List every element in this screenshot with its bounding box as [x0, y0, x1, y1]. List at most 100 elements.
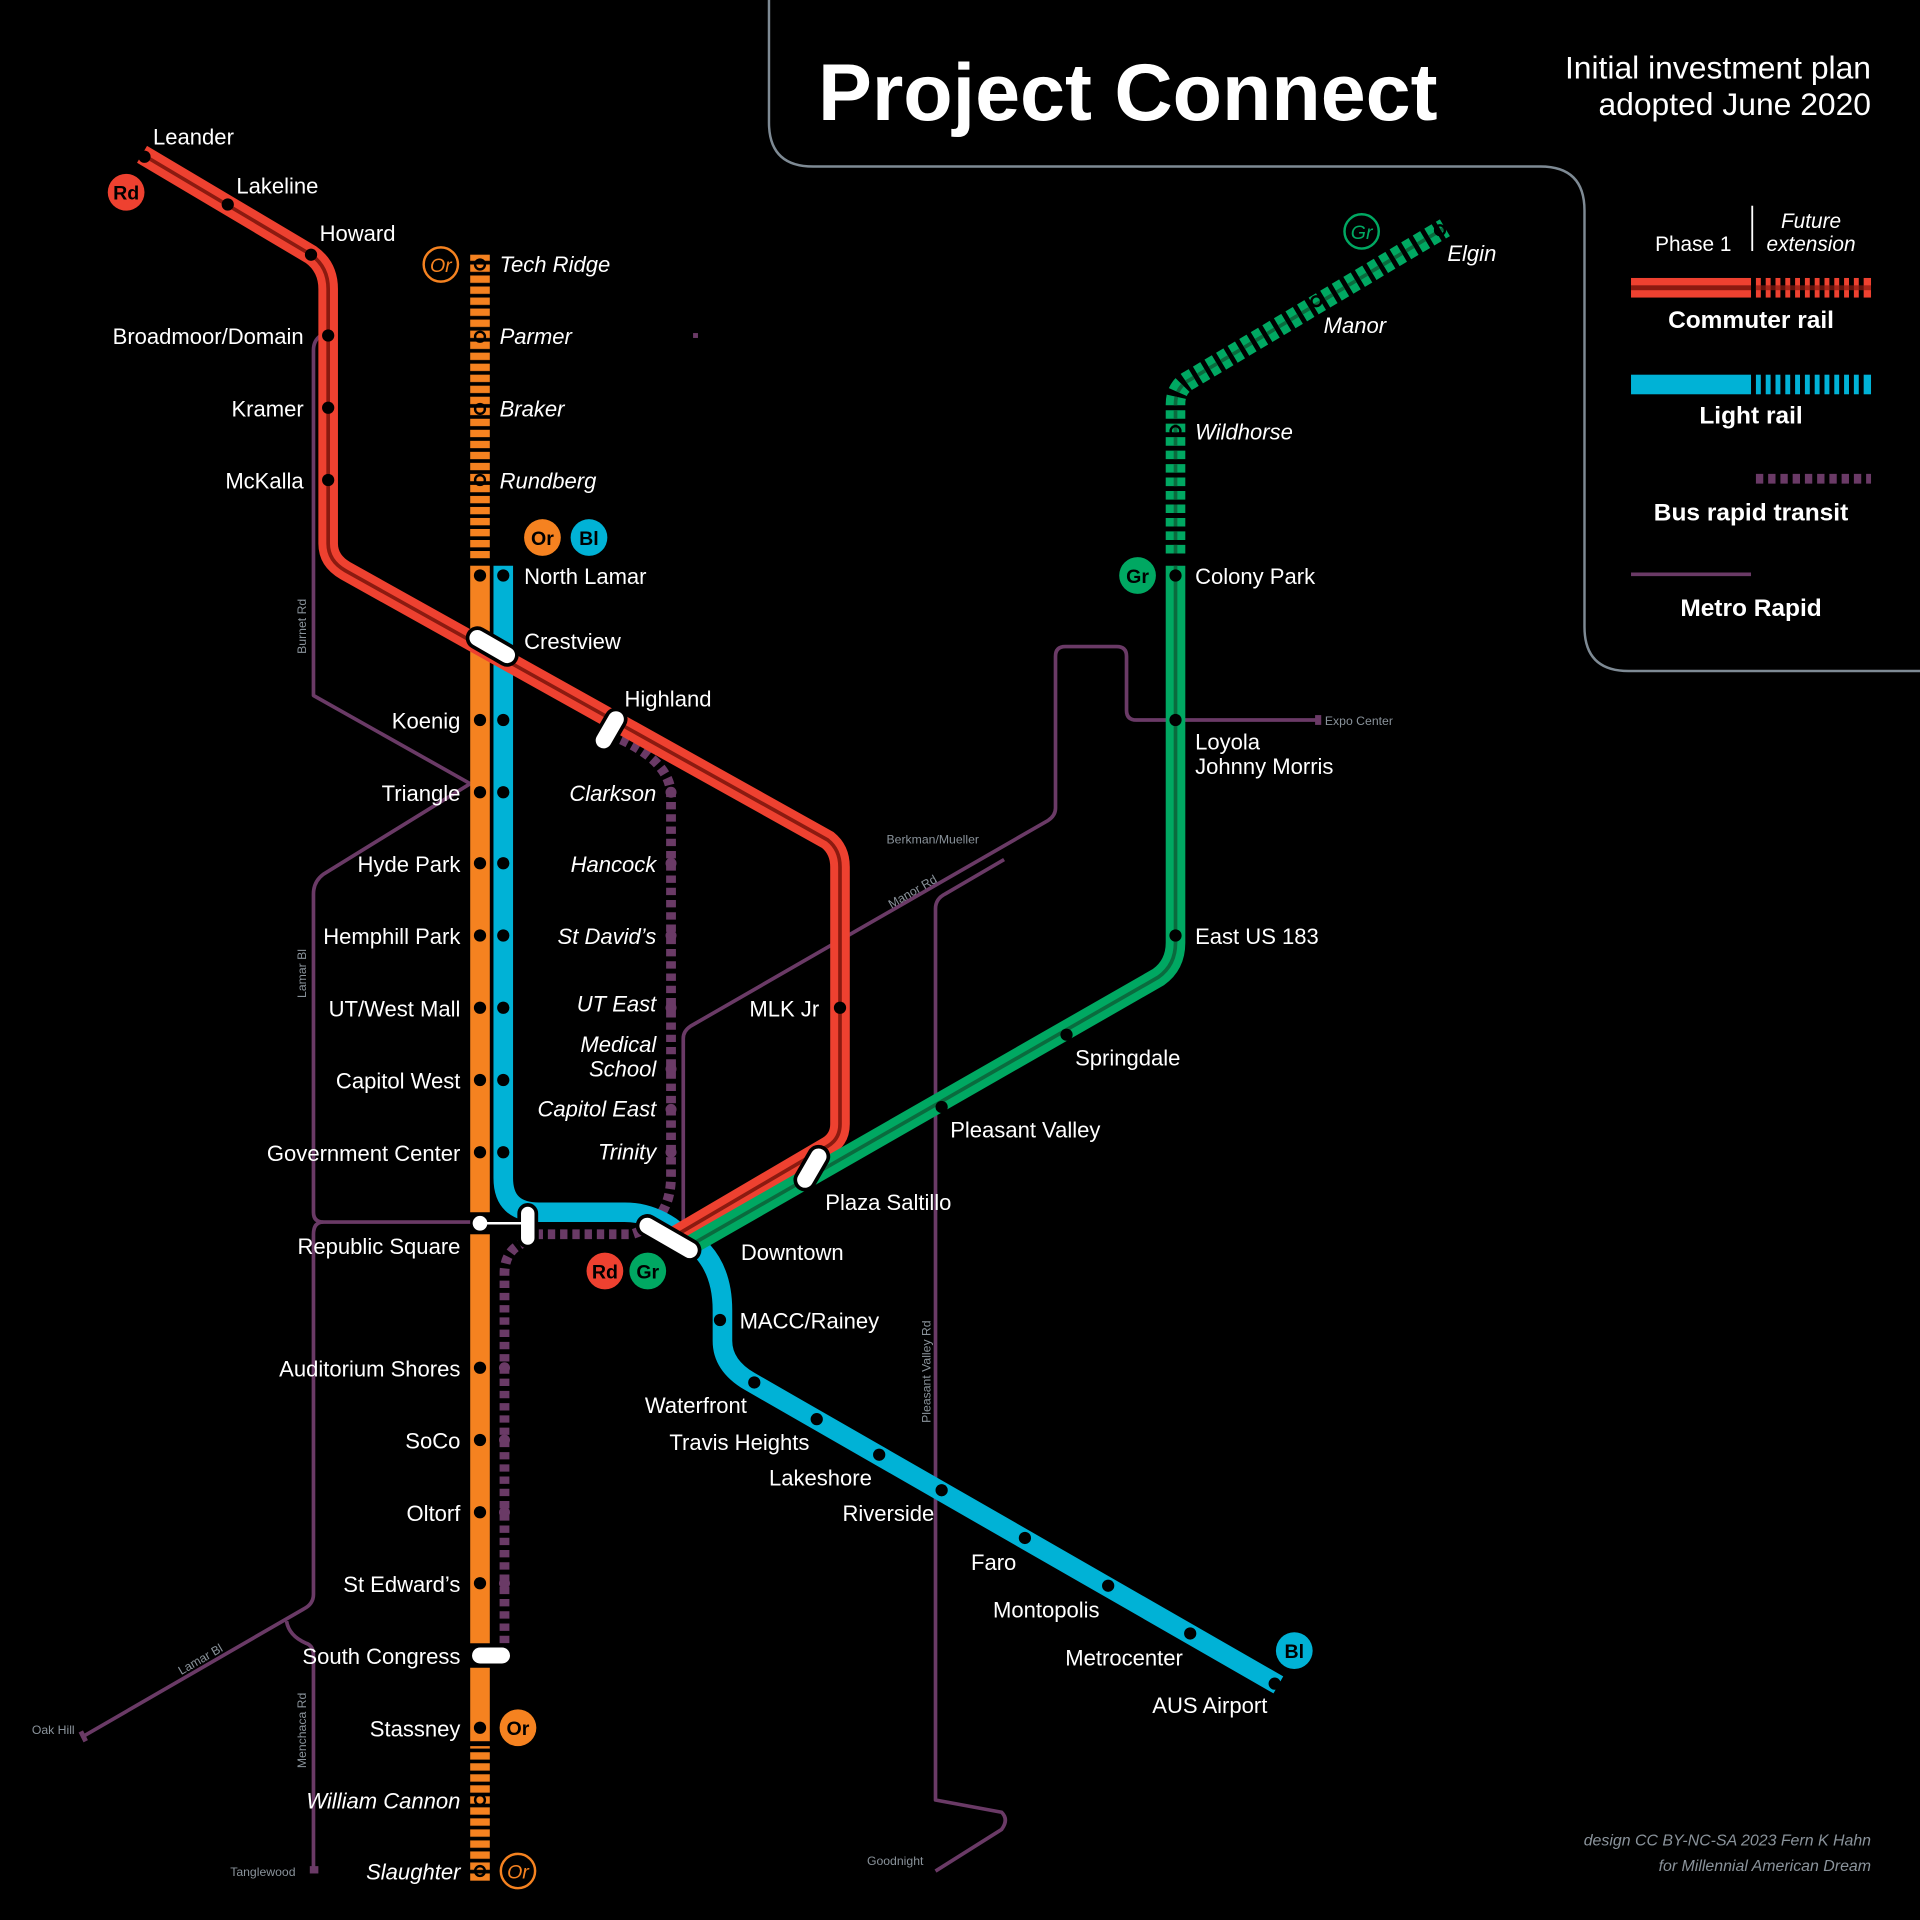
road-tanglewood: Tanglewood [230, 1865, 295, 1879]
station-waterfront[interactable]: Waterfront [645, 1393, 747, 1418]
station-capitol-east[interactable]: Capitol East [538, 1097, 658, 1122]
station-ut-west-mall[interactable]: UT/West Mall [329, 996, 461, 1021]
station-medical-school-2[interactable]: School [589, 1056, 657, 1081]
stray-dot [693, 333, 698, 338]
station-north-lamar[interactable]: North Lamar [524, 564, 646, 589]
badge-orange[interactable] [524, 519, 561, 556]
station-travis-heights[interactable]: Travis Heights [669, 1430, 809, 1455]
legend-lightrail-solid [1631, 374, 1752, 395]
station-hemphill-park[interactable]: Hemphill Park [323, 924, 461, 949]
badge-red-downtown[interactable] [586, 1252, 624, 1290]
road-burnet-rd: Burnet Rd [295, 599, 309, 654]
station-st-edwards[interactable]: St Edward’s [343, 1572, 460, 1597]
highland-interchange[interactable] [590, 706, 629, 754]
station-kramer[interactable]: Kramer [231, 396, 303, 421]
badge-green[interactable] [1119, 557, 1156, 594]
badge-green-future[interactable] [1343, 213, 1380, 250]
badge-red-north[interactable] [107, 173, 145, 211]
station-montopolis[interactable]: Montopolis [993, 1598, 1100, 1623]
station-elgin[interactable]: Elgin [1447, 241, 1496, 266]
crestview-interchange[interactable] [464, 625, 520, 669]
orange-future-south [470, 1746, 490, 1881]
republic-square-interchange[interactable] [517, 1203, 539, 1249]
station-william-cannon[interactable]: William Cannon [306, 1789, 460, 1814]
station-tech-ridge[interactable]: Tech Ridge [500, 252, 611, 277]
legend-phase1: Phase 1 [1655, 233, 1731, 256]
station-auditorium-shores[interactable]: Auditorium Shores [279, 1356, 460, 1381]
station-aus-airport[interactable]: AUS Airport [1152, 1693, 1267, 1718]
station-metrocenter[interactable]: Metrocenter [1065, 1645, 1183, 1670]
line-badges: Rd Or Or Bl Rd Gr Gr Gr Bl Or Or [107, 173, 1380, 1890]
station-medical-school-1[interactable]: Medical [580, 1032, 657, 1057]
station-oltorf[interactable]: Oltorf [407, 1501, 462, 1526]
legend-future-1: Future [1781, 210, 1841, 233]
subtitle-line1: Initial investment plan [1565, 49, 1871, 85]
station-broadmoor[interactable]: Broadmoor/Domain [113, 324, 304, 349]
badge-green-downtown[interactable] [629, 1252, 667, 1290]
station-clarkson[interactable]: Clarkson [569, 781, 656, 806]
station-capitol-west[interactable]: Capitol West [336, 1069, 461, 1094]
station-triangle[interactable]: Triangle [382, 781, 461, 806]
title-frame [767, 0, 1920, 673]
badge-orange-future-south[interactable] [499, 1852, 537, 1890]
station-loyola-2[interactable]: Johnny Morris [1195, 754, 1333, 779]
svg-text:Or: Or [430, 255, 453, 277]
station-leander[interactable]: Leander [153, 124, 234, 149]
badge-blue[interactable] [570, 519, 608, 556]
legend-commuter-dashed [1755, 277, 1872, 298]
station-government-center[interactable]: Government Center [267, 1141, 460, 1166]
station-rundberg[interactable]: Rundberg [500, 469, 598, 494]
south-congress-interchange[interactable] [468, 1643, 514, 1668]
station-koenig[interactable]: Koenig [392, 709, 461, 734]
station-riverside[interactable]: Riverside [842, 1501, 934, 1526]
station-parmer[interactable]: Parmer [500, 324, 574, 349]
station-trinity[interactable]: Trinity [598, 1140, 658, 1165]
station-lakeline[interactable]: Lakeline [236, 173, 318, 198]
svg-text:Gr: Gr [1351, 222, 1374, 244]
station-republic-square[interactable]: Republic Square [298, 1234, 461, 1259]
station-st-davids[interactable]: St David’s [558, 924, 657, 949]
station-soco[interactable]: SoCo [405, 1429, 460, 1454]
road-oak-hill: Oak Hill [32, 1723, 75, 1737]
station-highland[interactable]: Highland [624, 687, 711, 712]
station-ut-east[interactable]: UT East [577, 991, 657, 1016]
station-wildhorse[interactable]: Wildhorse [1195, 420, 1293, 445]
republic-square-station[interactable] [472, 1215, 488, 1231]
station-stassney[interactable]: Stassney [370, 1716, 461, 1741]
station-east-us-183[interactable]: East US 183 [1195, 924, 1319, 949]
station-macc-rainey[interactable]: MACC/Rainey [740, 1309, 880, 1334]
station-crestview[interactable]: Crestview [524, 629, 621, 654]
station-south-congress[interactable]: South Congress [302, 1644, 460, 1669]
svg-text:Rd: Rd [592, 1261, 618, 1283]
station-hancock[interactable]: Hancock [571, 852, 658, 877]
badge-blue-airport[interactable] [1275, 1632, 1313, 1669]
legend-lightrail-label: Light rail [1699, 403, 1802, 430]
station-faro[interactable]: Faro [971, 1550, 1016, 1575]
downtown-interchange[interactable] [634, 1212, 703, 1263]
station-howard[interactable]: Howard [320, 221, 396, 246]
station-downtown[interactable]: Downtown [741, 1240, 844, 1265]
plaza-saltillo-interchange[interactable] [792, 1143, 832, 1193]
station-hyde-park[interactable]: Hyde Park [358, 852, 462, 877]
station-mckalla[interactable]: McKalla [225, 469, 304, 494]
legend-lightrail-dashed [1755, 374, 1872, 395]
legend-brt-label: Bus rapid transit [1654, 499, 1848, 526]
page-title: Project Connect [818, 48, 1438, 138]
station-lakeshore[interactable]: Lakeshore [769, 1465, 872, 1490]
station-manor[interactable]: Manor [1324, 313, 1388, 338]
badge-orange-south[interactable] [499, 1709, 537, 1747]
station-slaughter[interactable]: Slaughter [366, 1860, 462, 1885]
station-labels: Leander Lakeline Howard Broadmoor/Domain… [113, 124, 1497, 1884]
station-mlk-jr[interactable]: MLK Jr [749, 996, 819, 1021]
station-braker[interactable]: Braker [500, 396, 567, 421]
station-springdale[interactable]: Springdale [1075, 1045, 1180, 1070]
station-plaza-saltillo[interactable]: Plaza Saltillo [825, 1190, 951, 1215]
road-manor-rd: Manor Rd [886, 872, 940, 911]
legend-metro-rapid-label: Metro Rapid [1680, 595, 1821, 622]
station-loyola-1[interactable]: Loyola [1195, 729, 1261, 754]
badge-orange-future-north[interactable] [422, 246, 460, 283]
station-pleasant-valley[interactable]: Pleasant Valley [950, 1118, 1100, 1143]
station-colony-park[interactable]: Colony Park [1195, 564, 1316, 589]
legend-commuter-label: Commuter rail [1668, 307, 1834, 334]
